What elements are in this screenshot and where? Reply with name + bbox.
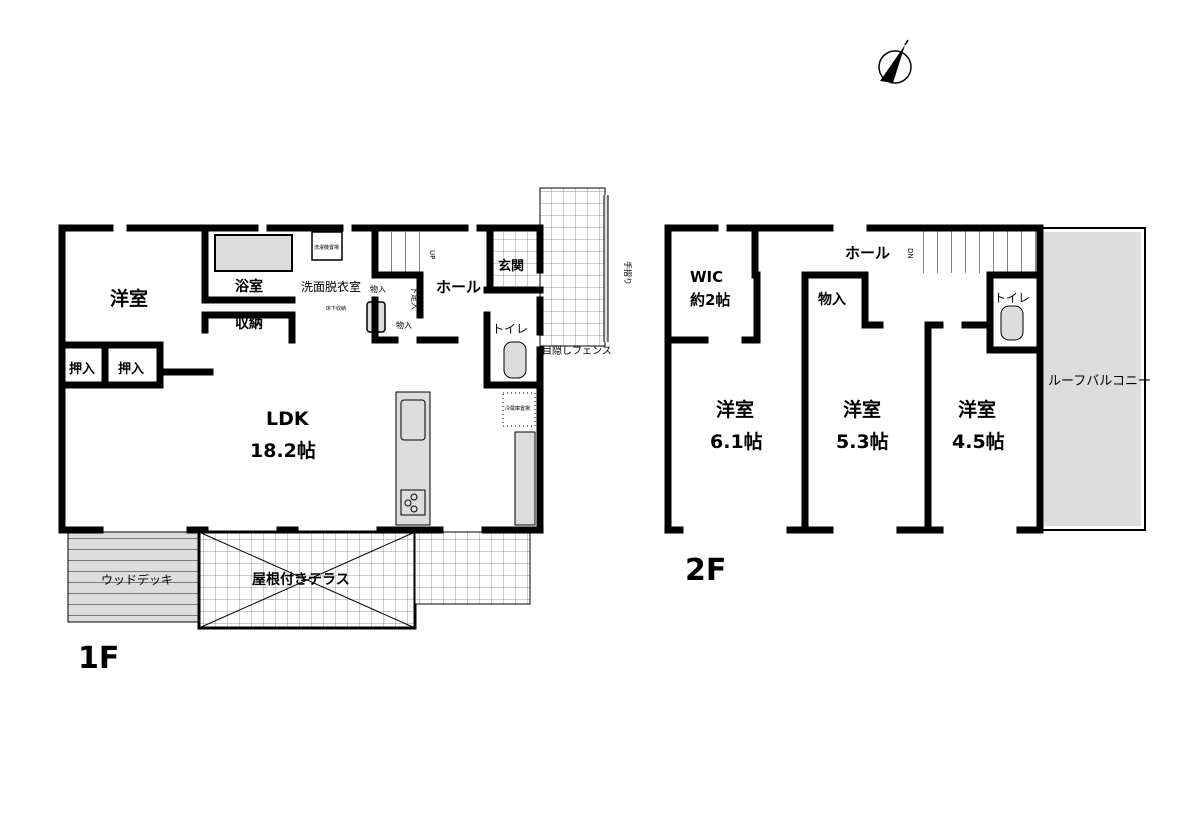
stove-icon [400,489,426,516]
room-label: 約2帖 [690,291,730,309]
sink-icon [400,399,426,441]
room-label: 洋室 [958,398,996,421]
area-label: ルーフバルコニー [1048,374,1151,389]
area-label: 手摺り [623,261,633,285]
room-label: 押入 [69,361,95,377]
toilet-icon [503,341,527,379]
stairs-direction: UP [428,250,436,259]
washer-space [311,231,343,261]
toilet-icon [1000,305,1024,341]
room-label: 洋室 [110,287,148,310]
stairs [378,232,420,274]
room-label: 洗面脱衣室 [301,279,361,294]
area-label: 屋根付きテラス [252,571,350,588]
room-label: 物入 [396,320,412,330]
room-label: トイレ [492,322,528,336]
room-label: LDK [266,408,310,430]
room-label: 収納 [235,315,263,332]
room-label: 洗濯機置場 [314,244,339,251]
cupboard [514,431,536,526]
room-label: 洋室 [716,398,754,421]
north-arrow-icon [878,39,912,84]
room-label: 冷蔵庫置場 [505,405,530,412]
room-size: 5.3帖 [836,430,889,453]
room-label: 浴室 [235,278,263,295]
room-size: 6.1帖 [710,430,763,453]
wood-deck [67,531,200,623]
room-label: 物入 [370,284,386,294]
room-label: 物入 [818,291,846,308]
room-size: 18.2帖 [250,439,316,462]
entry-porch [539,187,606,347]
floor-label-1f: 1F [78,641,119,676]
room-size: 4.5帖 [952,430,1005,453]
room-label: 玄関 [498,258,524,274]
room-label: ホール [845,244,890,262]
room-label: トイレ [994,291,1030,305]
area-label: ウッドデッキ [101,572,173,587]
kitchen-counter [395,391,431,526]
room-label: 洋室 [843,398,881,421]
stairs [918,228,1036,273]
room-label: WIC [690,268,723,286]
stairs-direction: DN [906,248,914,259]
bathtub [214,234,293,272]
area-label: 目隠しフェンス [542,345,612,357]
floor-label-2f: 2F [685,553,726,588]
floor1-plan [58,187,609,630]
floor2-plan [664,224,1146,534]
room-label: 下足入 [410,286,419,310]
room-label: 床下収納 [326,305,346,312]
room-label: ホール [436,278,481,296]
room-label: 押入 [118,361,144,377]
